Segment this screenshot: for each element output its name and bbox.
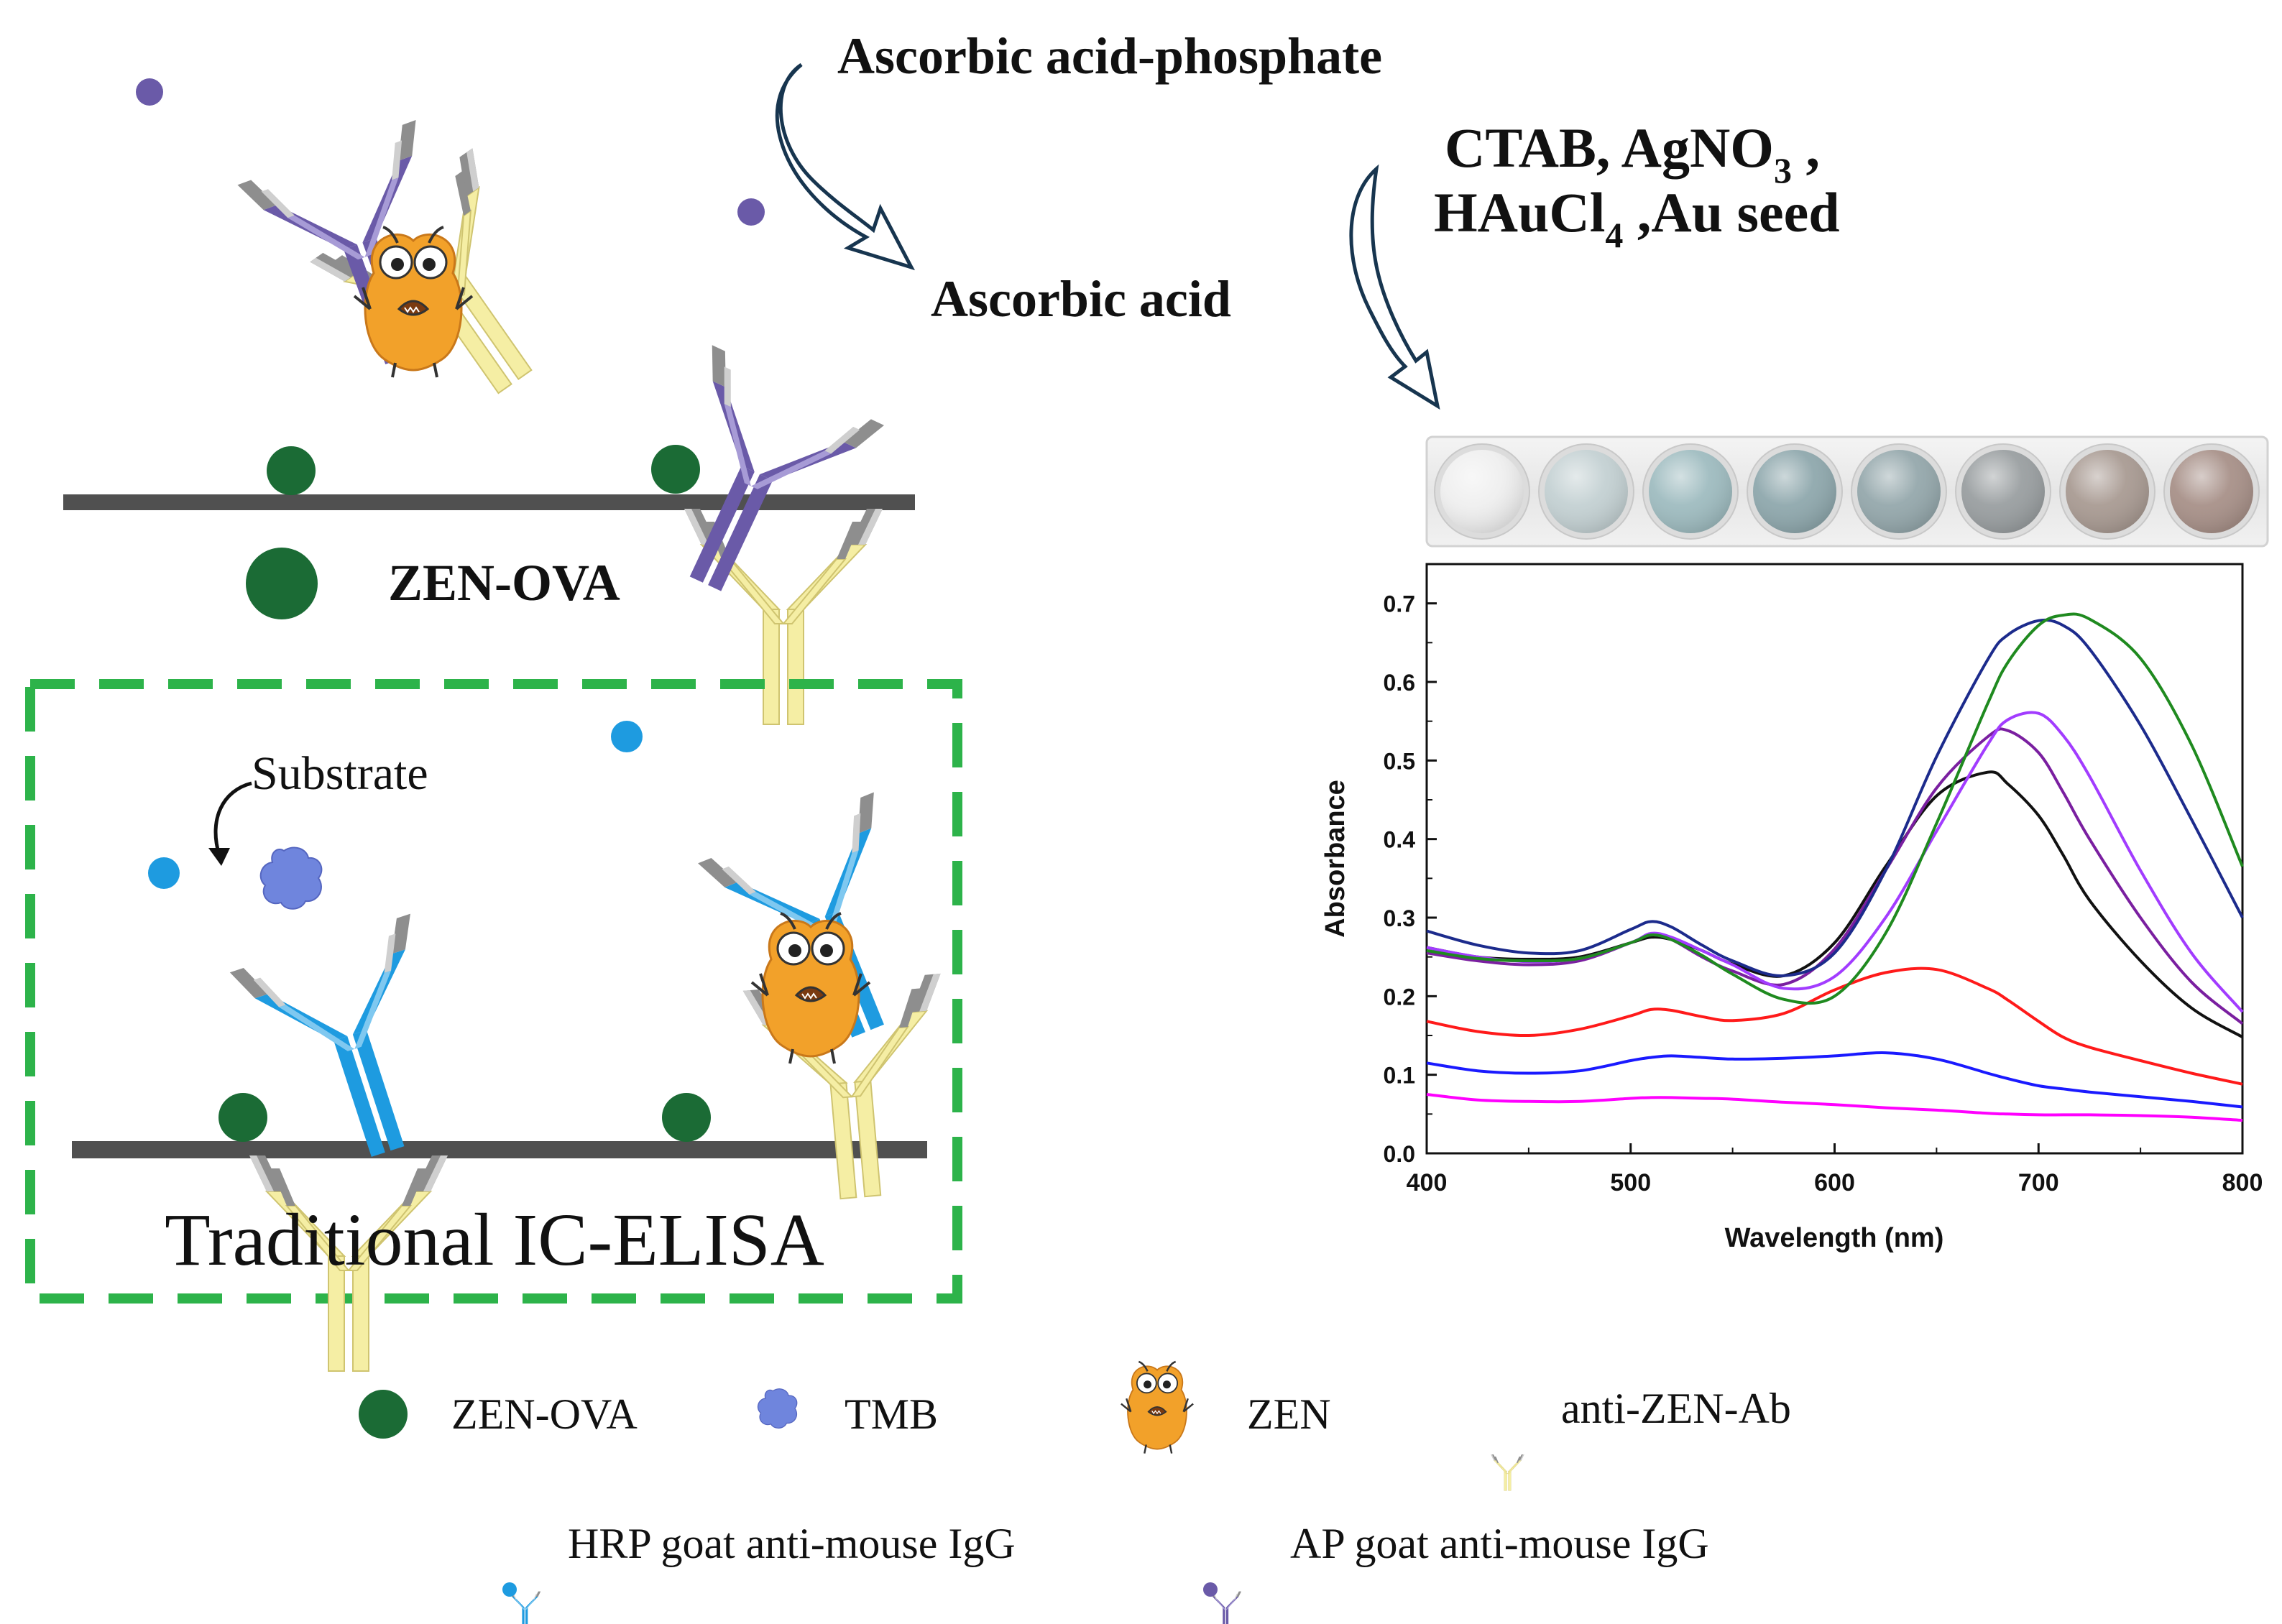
- legend-zen-icon: [1120, 1360, 1195, 1454]
- legend-hrp-dot: [502, 1582, 517, 1597]
- y-tick-label-0.4: 0.4: [1384, 827, 1416, 853]
- traditional-ic-elisa-panel: Substrate Traditional IC-ELISA: [25, 679, 962, 1372]
- zen-ova-bead-bound: [651, 445, 700, 494]
- x-tick-label-600: 600: [1814, 1169, 1855, 1196]
- x-tick-label-500: 500: [1610, 1169, 1651, 1196]
- reagents-line-2: HAuCl4 ,Au seed: [1434, 181, 1840, 255]
- legend-tmb-icon: [757, 1388, 798, 1429]
- well-shine-5: [1857, 450, 1941, 533]
- chart-series: [1426, 612, 2244, 1122]
- hrp-enzyme-dot: [148, 857, 180, 889]
- well-shine-6: [1961, 450, 2045, 533]
- legend-ap-dot: [1203, 1582, 1218, 1597]
- elisa-plate-surface: [72, 1141, 927, 1158]
- reagents-line-1: CTAB, AgNO3 ,: [1445, 116, 1820, 190]
- legend-ap-icon: [1210, 1591, 1242, 1624]
- hrp-enzyme-dot-2: [611, 721, 643, 752]
- x-tick-label-800: 800: [2222, 1169, 2263, 1196]
- curved-arrow-2: [1349, 164, 1440, 410]
- zen-ova-bead-free: [267, 446, 316, 495]
- legend-tmb-label: TMB: [845, 1390, 938, 1438]
- y-tick-label-0: 0.0: [1384, 1141, 1415, 1167]
- elisa-free-antibody: [611, 721, 960, 1207]
- legend: ZEN-OVA TMB ZEN anti-ZEN-Ab HRP goat ant…: [359, 1360, 1791, 1624]
- substrate-label: Substrate: [252, 747, 428, 800]
- legend-hrp-icon: [509, 1591, 541, 1624]
- tmb-blob-panel: [259, 846, 323, 910]
- well-strip-frame: [1425, 435, 2269, 548]
- y-tick-label-0.6: 0.6: [1384, 670, 1415, 696]
- ascorbic-acid-label: Ascorbic acid: [931, 270, 1231, 328]
- elisa-zen-ova-bead-free: [662, 1093, 711, 1142]
- ap-enzyme-dot: [136, 78, 163, 106]
- legend-ap-label: AP goat anti-mouse IgG: [1290, 1520, 1709, 1567]
- well-shine-8: [2170, 450, 2253, 533]
- x-tick-label-700: 700: [2018, 1169, 2059, 1196]
- legend-anti-zen-ab-icon: [1491, 1454, 1524, 1491]
- legend-zen-ova-label: ZEN-OVA: [451, 1390, 638, 1438]
- legend-hrp-label: HRP goat anti-mouse IgG: [568, 1520, 1016, 1567]
- chart-frame: [1420, 562, 2275, 1166]
- spectrum-series-7: [1426, 618, 2244, 977]
- spectrum-series-8: [1426, 612, 2244, 1005]
- x-tick-label-400: 400: [1407, 1169, 1448, 1196]
- substrate-arrow: [213, 781, 252, 856]
- reaction-arrows: Ascorbic acid-phosphate Ascorbic acid CT…: [775, 27, 1840, 410]
- y-tick-label-0.1: 0.1: [1384, 1063, 1415, 1089]
- new-assay-panel: ZEN-OVA: [63, 78, 915, 725]
- legend-zen-ova-icon: [359, 1390, 408, 1439]
- ascorbic-acid-phosphate-label: Ascorbic acid-phosphate: [837, 27, 1382, 85]
- free-antibody-complex: [136, 78, 597, 440]
- chart-x-axis-label: Wavelength (nm): [1725, 1223, 1944, 1253]
- y-tick-label-0.2: 0.2: [1384, 984, 1415, 1010]
- well-shine-2: [1545, 450, 1628, 533]
- y-tick-label-0.5: 0.5: [1384, 748, 1415, 774]
- traditional-ic-elisa-title: Traditional IC-ELISA: [165, 1199, 824, 1281]
- elisa-zen-ova-bead-bound: [218, 1093, 267, 1142]
- elisa-zen-mascot: [750, 912, 871, 1065]
- zen-ova-key-label: ZEN-OVA: [388, 554, 620, 612]
- well-shine-1: [1440, 450, 1524, 533]
- spectrum-series-1: [1426, 1093, 2243, 1122]
- well-shine-3: [1649, 450, 1732, 533]
- chart-axes: 400 500 600 700 800 0.0 0.1 0.2 0.3 0.4 0.5 0.6 0.7: [1384, 563, 2263, 1196]
- elisa-bound-antibody: [148, 857, 479, 1372]
- well-strip: [1425, 435, 2269, 548]
- chart-y-axis-label: Absorbance: [1320, 780, 1351, 938]
- spectrum-series-2: [1426, 1051, 2243, 1109]
- well-shine-7: [2066, 450, 2149, 533]
- zen-ova-key-bead: [246, 548, 318, 619]
- y-tick-label-0.3: 0.3: [1384, 905, 1415, 931]
- spectrum-series-3: [1426, 966, 2243, 1086]
- bound-antibody-complex: [619, 198, 885, 725]
- y-tick-label-0.7: 0.7: [1384, 591, 1415, 617]
- curved-arrow-1: [775, 63, 915, 271]
- wells-row: [1434, 443, 2260, 540]
- legend-anti-zen-ab-label: anti-ZEN-Ab: [1561, 1385, 1791, 1432]
- ap-enzyme-dot-2: [737, 198, 765, 226]
- well-shine-4: [1753, 450, 1836, 533]
- legend-zen-label: ZEN: [1247, 1390, 1331, 1438]
- dashed-panel-border: [25, 679, 962, 1304]
- substrate-arrowhead: [208, 848, 230, 866]
- plate-surface: [63, 494, 915, 510]
